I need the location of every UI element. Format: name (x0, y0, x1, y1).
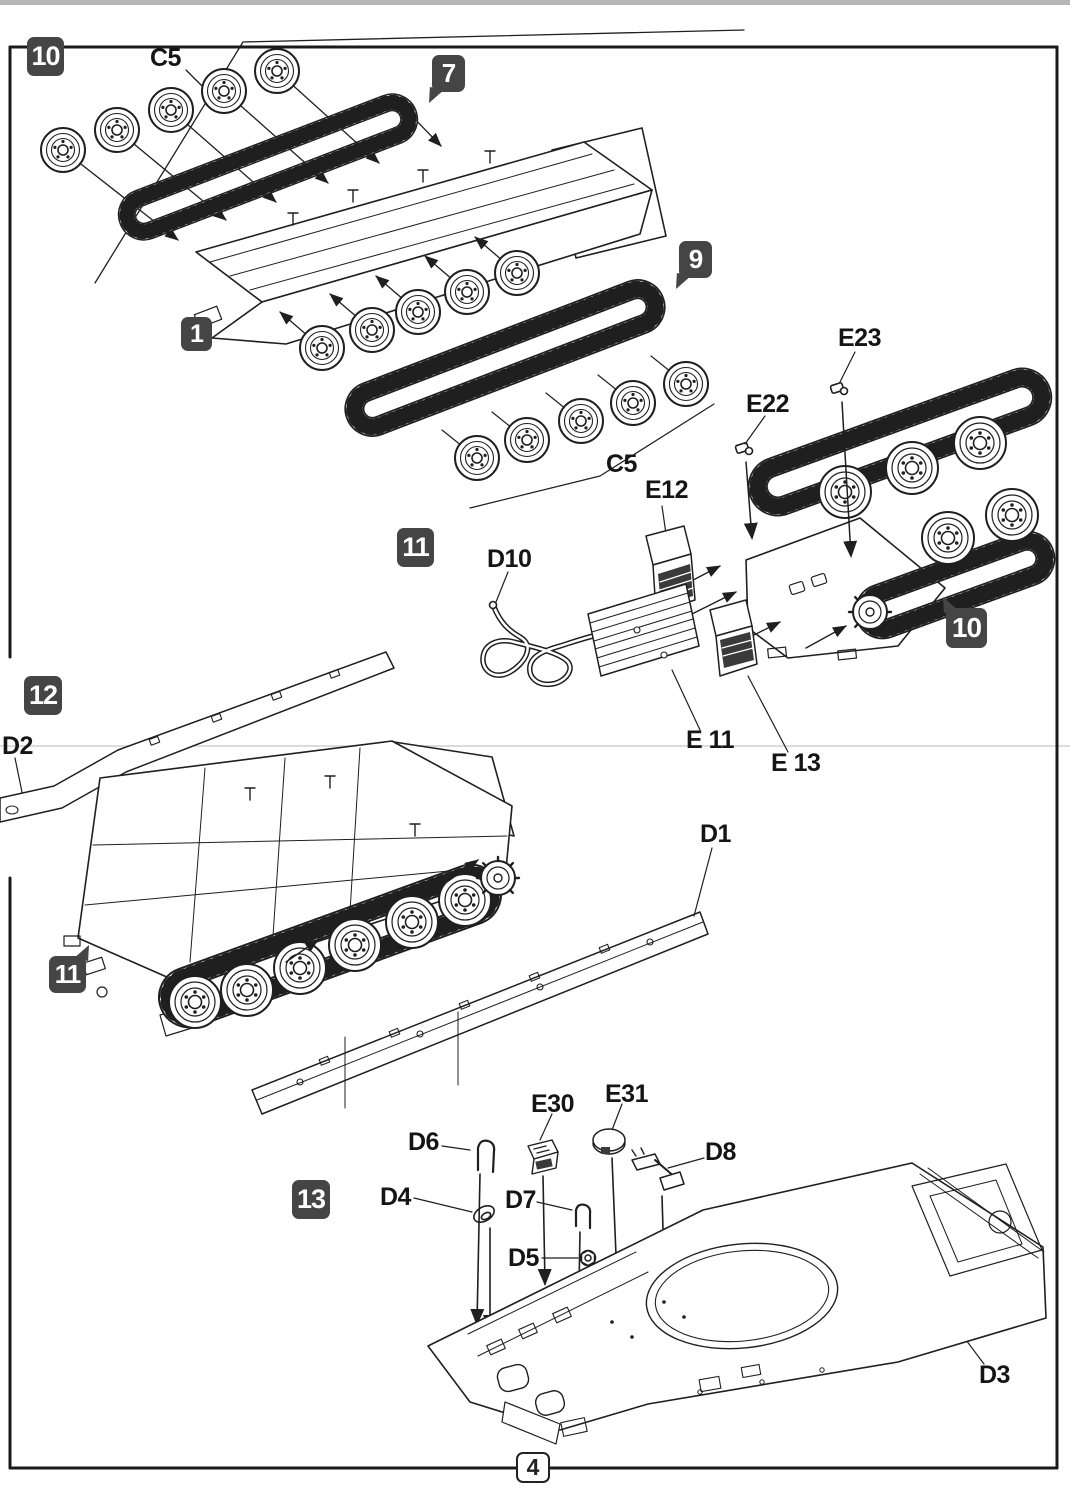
step-badge-10-number: 10 (31, 41, 60, 71)
step-10-assembly (40, 29, 745, 509)
callout-badge-1-number: 1 (190, 319, 204, 348)
part-label-e30: E30 (531, 1090, 574, 1118)
step-badge-13-number: 13 (296, 1184, 326, 1214)
part-label-d6: D6 (408, 1128, 439, 1156)
part-label-e12: E12 (645, 476, 688, 504)
step-badge-10: 10 (27, 37, 64, 76)
hull-rear-assembly (677, 351, 1056, 661)
part-label-e22: E22 (746, 390, 789, 418)
part-d5 (579, 1249, 597, 1267)
step-badge-12-number: 12 (28, 680, 58, 710)
callout-badge-9: 9 (676, 241, 712, 289)
part-d6 (476, 1139, 496, 1174)
part-label-e31: E31 (605, 1080, 648, 1108)
part-d7 (574, 1203, 592, 1230)
part-label-d7: D7 (505, 1186, 536, 1214)
part-e31 (592, 1128, 626, 1155)
step-badge-13: 13 (292, 1180, 330, 1219)
part-label-e13: E 13 (771, 749, 821, 777)
callout-badge-7-number: 7 (441, 58, 457, 88)
part-label-d10: D10 (487, 545, 532, 573)
part-label-d4: D4 (380, 1183, 411, 1211)
part-label-c5-top: C5 (150, 44, 181, 72)
callout-badge-11-number: 11 (54, 959, 81, 989)
part-e30 (527, 1139, 559, 1175)
part-label-e23: E23 (838, 324, 881, 352)
callout-badge-9-number: 9 (688, 244, 704, 274)
callout-badge-11: 11 (49, 945, 89, 993)
part-label-d8: D8 (705, 1138, 736, 1166)
step-11-parts (480, 505, 789, 753)
part-label-d1: D1 (700, 820, 731, 848)
step-badge-11-number: 11 (402, 532, 430, 562)
step-12-assembly (0, 651, 713, 1115)
part-d4 (473, 1205, 495, 1223)
part-d8 (631, 1147, 685, 1191)
callout-badge-7: 7 (429, 55, 465, 103)
part-label-e11: E 11 (686, 726, 735, 754)
callout-badge-10-number: 10 (951, 612, 982, 643)
step-badge-11: 11 (397, 528, 434, 567)
part-label-d5: D5 (508, 1244, 539, 1272)
step-13-assembly (413, 1103, 1047, 1445)
part-label-c5-bottom: C5 (606, 450, 637, 478)
part-label-d3: D3 (979, 1361, 1010, 1389)
step-badge-12: 12 (24, 676, 62, 715)
page-frame (8, 45, 1059, 1470)
callout-badge-10: 10 (943, 597, 987, 648)
part-label-d2: D2 (2, 732, 33, 760)
part-e22 (734, 442, 754, 456)
part-e23 (829, 382, 849, 396)
page-number: 4 (516, 1452, 550, 1483)
callout-badge-1: 1 (181, 317, 212, 351)
